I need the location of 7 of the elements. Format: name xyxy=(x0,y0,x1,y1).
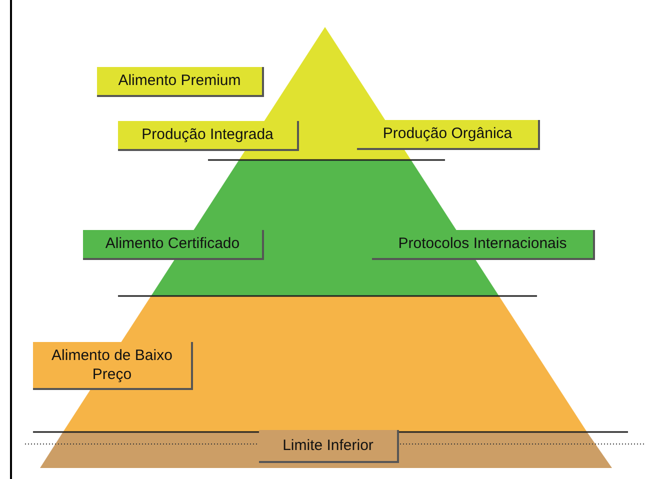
level-label: Alimento de Baixo Preço xyxy=(33,342,193,390)
level-label: Produção Orgânica xyxy=(357,120,540,150)
level-label: Alimento Certificado xyxy=(83,230,264,260)
level-label: Produção Integrada xyxy=(118,121,299,151)
level-label: Alimento Premium xyxy=(97,67,264,97)
level-label: Limite Inferior xyxy=(259,430,399,463)
level-label: Protocolos Internacionais xyxy=(372,230,595,260)
